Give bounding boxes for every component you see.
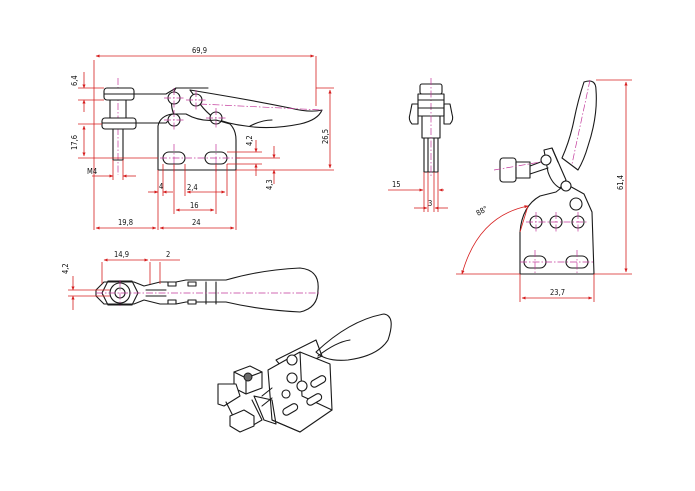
dim-overall-length: 69,9 bbox=[192, 46, 207, 55]
handle-lever bbox=[189, 89, 323, 129]
base-plate bbox=[157, 113, 240, 172]
dim-flange: 15 bbox=[392, 180, 401, 189]
front-view: 15 3 bbox=[388, 78, 454, 212]
spindle-assembly bbox=[101, 78, 137, 175]
dim-base-left: 4 bbox=[159, 182, 163, 191]
side-view: 69,9 6,4 17,6 26,5 M4 bbox=[70, 46, 334, 230]
iso-spindle bbox=[217, 365, 277, 433]
pivot-holes bbox=[164, 88, 226, 130]
open-view: 88° 61,4 23,7 bbox=[456, 79, 632, 302]
open-view-outline bbox=[493, 79, 597, 275]
dim-slot-height: 4,2 bbox=[245, 135, 254, 146]
dim-hole-spacing: 16 bbox=[190, 201, 199, 210]
top-view: 14,9 2 4,2 bbox=[61, 250, 320, 313]
dim-slot-width: 2 bbox=[166, 250, 170, 259]
dim-open-height: 61,4 bbox=[616, 175, 625, 190]
front-view-outline bbox=[408, 78, 454, 176]
top-view-dimensions: 14,9 2 4,2 bbox=[61, 250, 180, 310]
dim-base-length: 24 bbox=[192, 218, 201, 227]
dim-spindle-to-base: 19,8 bbox=[118, 218, 133, 227]
dim-total-height: 26,5 bbox=[321, 129, 330, 144]
dim-spindle-height: 17,6 bbox=[70, 135, 79, 150]
front-view-dimensions: 15 3 bbox=[388, 172, 448, 212]
dim-thread: M4 bbox=[87, 167, 97, 176]
isometric-view bbox=[217, 313, 392, 433]
iso-handle bbox=[315, 313, 392, 361]
dim-reach: 14,9 bbox=[114, 250, 129, 259]
side-view-dimensions: 69,9 6,4 17,6 26,5 M4 bbox=[70, 46, 334, 230]
open-view-dimensions: 88° 61,4 23,7 bbox=[456, 79, 632, 302]
dim-top-height: 6,4 bbox=[70, 75, 79, 86]
dim-slot-spacing: 2,4 bbox=[187, 183, 198, 192]
dim-slot-offset: 4,3 bbox=[265, 179, 274, 190]
top-view-outline bbox=[95, 267, 320, 313]
dim-width: 4,2 bbox=[61, 263, 70, 274]
dim-spindle-width: 3 bbox=[428, 199, 432, 208]
dim-base-width: 23,7 bbox=[550, 288, 565, 297]
dim-opening-angle: 88° bbox=[475, 204, 490, 218]
